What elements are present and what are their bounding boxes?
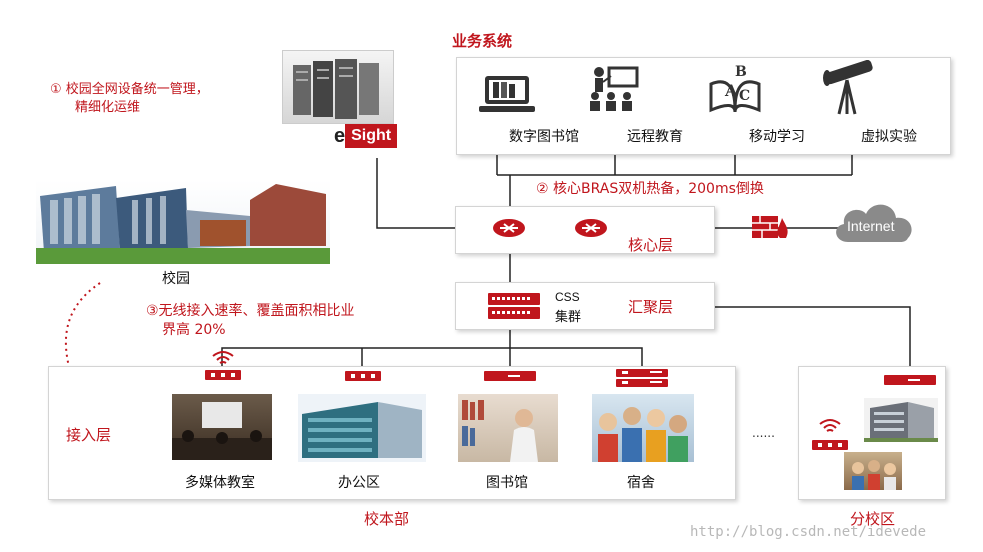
css-switch-stack-icon[interactable] — [486, 291, 542, 321]
business-system-panel: 数字图书馆 远程教育 A B C 移动学习 虚拟实验 — [456, 57, 951, 155]
css-label-line1: CSS — [555, 290, 580, 304]
access-item-office[interactable]: 办公区 — [338, 475, 380, 491]
branch-people-photo — [844, 452, 902, 490]
watermark: http://blog.csdn.net/idevede — [690, 524, 927, 540]
branch-wifi-switch-icon[interactable] — [810, 418, 850, 452]
server-room-image — [282, 50, 394, 124]
remote-education-icon — [590, 66, 639, 111]
firewall-icon[interactable] — [750, 212, 790, 242]
core-router-2-icon[interactable] — [574, 217, 608, 239]
campus-label: 校园 — [162, 271, 190, 287]
core-router-1-icon[interactable] — [492, 217, 526, 239]
access-item-multimedia-classroom[interactable]: 多媒体教室 — [185, 475, 255, 491]
access-switch-4-icon[interactable] — [614, 368, 670, 388]
main-campus-label: 校本部 — [364, 510, 410, 528]
office-building-icon — [298, 394, 426, 462]
bs-item-remote-education[interactable]: 远程教育 — [627, 129, 683, 145]
server-racks-icon — [293, 59, 379, 119]
internet-cloud-icon[interactable] — [830, 196, 918, 248]
access-switch-3-icon[interactable] — [482, 370, 538, 382]
svg-text:B: B — [735, 64, 747, 80]
annotation-mgmt-line2: 精细化运维 — [75, 100, 141, 115]
multimedia-classroom-photo — [172, 394, 272, 460]
dormitory-photo — [592, 394, 694, 462]
more-ellipsis: ...... — [752, 426, 775, 440]
esight-logo-brand: Sight — [345, 124, 398, 148]
access-switch-1-wifi-icon[interactable] — [203, 350, 243, 380]
aggregation-layer-label: 汇聚层 — [628, 298, 674, 316]
branch-building-icon — [864, 398, 938, 442]
wifi-callout-curve — [64, 282, 101, 379]
svg-text:C: C — [739, 88, 750, 104]
library-scene-icon — [462, 400, 538, 462]
office-building-photo — [298, 394, 426, 462]
annotation-core-ha: ② 核心BRAS双机热备，200ms倒换 — [536, 181, 764, 197]
aggregation-layer-panel — [455, 282, 715, 330]
access-item-dormitory[interactable]: 宿舍 — [627, 475, 655, 491]
business-system-title: 业务系统 — [452, 32, 513, 50]
access-item-library[interactable]: 图书馆 — [486, 475, 528, 491]
access-switch-2-icon[interactable] — [343, 370, 383, 382]
branch-switch-icon[interactable] — [882, 374, 938, 386]
classroom-scene-icon — [172, 402, 272, 460]
students-scene-icon — [598, 407, 688, 462]
campus-buildings-icon — [36, 180, 330, 264]
svg-text:A: A — [724, 81, 738, 100]
core-layer-label: 核心层 — [628, 236, 674, 254]
bs-item-digital-library[interactable]: 数字图书馆 — [509, 129, 579, 145]
annotation-wifi-line2: 界高 20% — [162, 322, 226, 338]
branch-building-photo — [864, 398, 938, 442]
branch-campus-label: 分校区 — [850, 510, 896, 528]
annotation-wifi-line1: ③无线接入速率、覆盖面积相比业 — [146, 303, 355, 319]
css-label-line2: 集群 — [555, 310, 582, 325]
esight-logo-prefix: e — [334, 125, 346, 147]
access-layer-label: 接入层 — [66, 426, 112, 444]
telescope-icon — [823, 60, 873, 115]
bs-item-virtual-experiment[interactable]: 虚拟实验 — [861, 129, 917, 145]
digital-library-icon — [479, 76, 535, 112]
abc-book-icon: A B C — [709, 64, 761, 113]
annotation-mgmt-line1: ① 校园全网设备统一管理， — [50, 82, 209, 97]
internet-label: Internet — [847, 218, 895, 234]
campus-image — [36, 180, 330, 264]
people-scene-icon — [852, 460, 896, 490]
bs-item-mobile-learning[interactable]: 移动学习 — [749, 129, 805, 145]
library-photo — [458, 394, 558, 462]
